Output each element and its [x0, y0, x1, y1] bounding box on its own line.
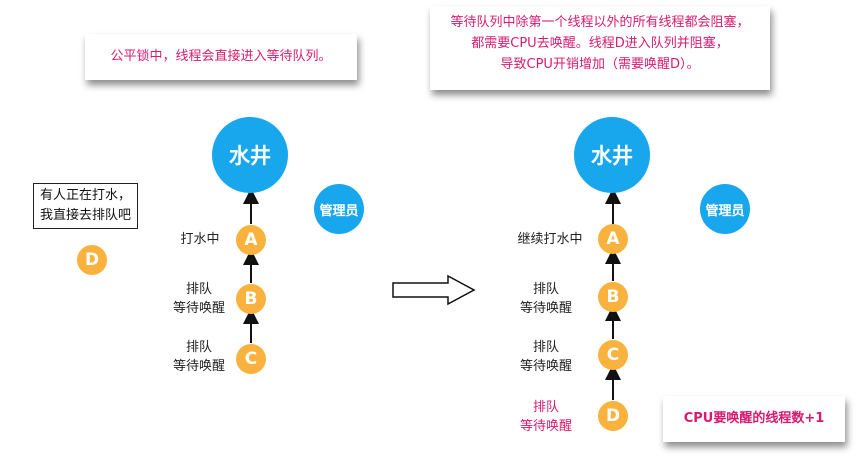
right-node-a: A: [598, 224, 628, 254]
left-node-c: C: [236, 344, 266, 374]
right-note: 等待队列中除第一个线程以外的所有线程都会阻塞， 都需要CPU去唤醒。线程D进入队…: [430, 6, 770, 90]
left-manager-label: 管理员: [319, 203, 359, 219]
right-node-b: B: [598, 282, 628, 312]
left-node-b-letter: B: [244, 289, 258, 309]
right-manager-label: 管理员: [705, 203, 745, 219]
left-label-b: 排队 等待唤醒: [164, 280, 234, 318]
right-label-a: 继续打水中: [508, 230, 592, 249]
left-label-a: 打水中: [170, 230, 230, 249]
cpu-note-text: CPU要唤醒的线程数+1: [683, 411, 825, 426]
right-node-c: C: [598, 340, 628, 370]
right-well-label: 水井: [591, 144, 633, 168]
left-note: 公平锁中，线程会直接进入等待队列。: [85, 34, 357, 80]
right-label-d-line2: 等待唤醒: [519, 419, 572, 434]
left-well-label: 水井: [229, 144, 271, 168]
left-label-c: 排队 等待唤醒: [164, 338, 234, 376]
left-newcomer-d: D: [77, 245, 107, 275]
right-label-b: 排队 等待唤醒: [510, 280, 582, 318]
left-note-text: 公平锁中，线程会直接进入等待队列。: [110, 49, 332, 64]
right-note-line2: 都需要CPU去唤醒。线程D进入队列并阻塞，: [471, 36, 729, 51]
right-label-c-line2: 等待唤醒: [519, 359, 572, 374]
left-newcomer-letter: D: [84, 250, 100, 270]
left-label-c-line1: 排队: [185, 340, 212, 355]
left-label-c-line2: 等待唤醒: [172, 359, 225, 374]
left-manager: 管理员: [314, 184, 364, 234]
right-note-line1: 等待队列中除第一个线程以外的所有线程都会阻塞，: [450, 15, 750, 30]
right-label-b-line1: 排队: [532, 282, 559, 297]
right-label-b-line2: 等待唤醒: [519, 301, 572, 316]
left-label-b-line2: 等待唤醒: [172, 301, 225, 316]
left-label-b-line1: 排队: [185, 282, 212, 297]
speech-line-1: 有人正在打水，: [40, 188, 132, 203]
cpu-note: CPU要唤醒的线程数+1: [663, 396, 845, 442]
speech-bubble: 有人正在打水， 我直接去排队吧: [33, 183, 139, 229]
right-node-b-letter: B: [606, 287, 620, 307]
right-label-d: 排队 等待唤醒: [510, 398, 582, 436]
right-manager: 管理员: [700, 184, 750, 234]
right-well: 水井: [574, 117, 650, 193]
right-node-c-letter: C: [606, 345, 620, 365]
right-label-c: 排队 等待唤醒: [510, 338, 582, 376]
left-node-b: B: [236, 284, 266, 314]
transition-arrow: [392, 274, 476, 306]
right-label-d-line1: 排队: [532, 400, 559, 415]
left-node-c-letter: C: [244, 349, 258, 369]
right-label-a-line: 继续打水中: [517, 232, 583, 247]
speech-line-2: 我直接去排队吧: [40, 208, 132, 223]
left-label-a-line: 打水中: [180, 232, 220, 247]
right-note-line3: 导致CPU开销增加（需要唤醒D）。: [500, 57, 700, 72]
right-node-d: D: [598, 401, 628, 431]
right-node-a-letter: A: [606, 229, 620, 249]
right-label-c-line1: 排队: [532, 340, 559, 355]
left-well: 水井: [212, 117, 288, 193]
left-node-a: A: [236, 225, 266, 255]
right-node-d-letter: D: [605, 406, 621, 426]
left-node-a-letter: A: [244, 230, 258, 250]
